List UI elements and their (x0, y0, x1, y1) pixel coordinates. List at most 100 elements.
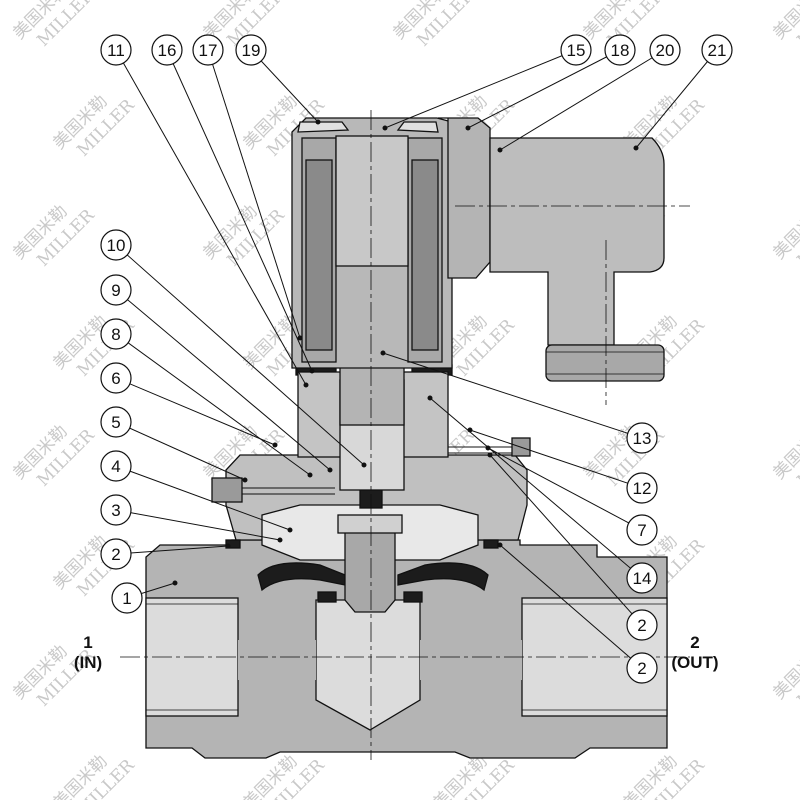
leader-line-7 (487, 447, 643, 531)
leader-line-2 (499, 544, 643, 669)
callout-number: 2 (637, 659, 646, 678)
callout-16: 16 (151, 34, 183, 66)
leader-line-16 (166, 49, 313, 372)
leader-line-10 (115, 244, 365, 466)
callout-circle (701, 34, 733, 66)
callout-14: 14 (626, 562, 658, 594)
leader-dot-6 (272, 442, 278, 448)
callout-7: 7 (626, 514, 658, 546)
leader-line-11 (115, 49, 307, 386)
leader-dot-11 (303, 382, 309, 388)
callout-number: 12 (633, 479, 652, 498)
callout-number: 2 (637, 616, 646, 635)
diaphragm-right (397, 562, 489, 592)
callout-18: 18 (604, 34, 636, 66)
callout-number: 4 (111, 457, 120, 476)
leader-line-12 (469, 429, 643, 489)
callout-12: 12 (626, 472, 658, 504)
callout-circle (560, 34, 592, 66)
callout-15: 15 (560, 34, 592, 66)
coil-left (305, 159, 333, 351)
callout-8: 8 (100, 318, 132, 350)
leader-line-13 (382, 352, 643, 439)
leader-dot-1 (172, 580, 178, 586)
callout-2: 2 (626, 652, 658, 684)
callout-number: 8 (111, 325, 120, 344)
leader-line-18 (467, 49, 621, 129)
callout-number: 14 (633, 569, 652, 588)
leader-line-9 (115, 289, 331, 471)
leader-line-4 (115, 465, 291, 531)
callout-21: 21 (701, 34, 733, 66)
port-in-label: 1 (IN) (74, 633, 102, 672)
callout-circle (235, 34, 267, 66)
leader-line-14 (429, 397, 643, 579)
leader-line-6 (115, 377, 276, 446)
callout-circle (626, 472, 658, 504)
poppet (344, 529, 396, 613)
callout-number: 2 (111, 545, 120, 564)
callout-number: 19 (242, 41, 261, 60)
callout-number: 18 (611, 41, 630, 60)
callout-circle (100, 450, 132, 482)
callout-circle (626, 514, 658, 546)
callout-circle (604, 34, 636, 66)
callout-1: 1 (111, 582, 143, 614)
connector-body (489, 137, 665, 346)
callout-circle (100, 406, 132, 438)
callout-5: 5 (100, 406, 132, 438)
callout-20: 20 (649, 34, 681, 66)
callout-circle (626, 652, 658, 684)
callout-number: 16 (158, 41, 177, 60)
leader-line-2 (115, 545, 229, 555)
callout-circle (100, 538, 132, 570)
leader-dot-4 (287, 527, 293, 533)
callout-circle (100, 362, 132, 394)
coil-right (411, 159, 439, 351)
leader-dot-5 (242, 477, 248, 483)
callout-number: 1 (122, 589, 131, 608)
leader-dot-18 (465, 125, 471, 131)
central-passage (315, 599, 421, 731)
leader-dot-2 (497, 542, 503, 548)
callout-number: 11 (107, 41, 125, 60)
clip (297, 121, 350, 133)
leader-line-15 (384, 49, 577, 129)
leader-line-5 (115, 421, 246, 481)
leader-dot-20 (497, 147, 503, 153)
callout-number: 15 (567, 41, 586, 60)
port-in-number: 1 (83, 633, 92, 652)
callout-circle (192, 34, 224, 66)
callout-circle (151, 34, 183, 66)
leader-dot-9 (327, 467, 333, 473)
leader-line-8 (115, 333, 311, 476)
leader-dot-19 (315, 119, 321, 125)
callout-circle (626, 609, 658, 641)
callout-17: 17 (192, 34, 224, 66)
callout-circle (100, 34, 132, 66)
leader-line-19 (250, 49, 319, 123)
port-out-number: 2 (690, 633, 699, 652)
callout-number: 6 (111, 369, 120, 388)
port-in-text: (IN) (74, 653, 102, 672)
callout-13: 13 (626, 422, 658, 454)
leader-line-3 (115, 509, 281, 541)
leader-dot-14 (427, 395, 433, 401)
leader-line-20 (499, 49, 666, 151)
leader-lines (115, 49, 718, 669)
leader-dot-10 (361, 462, 367, 468)
callout-number: 20 (656, 41, 675, 60)
callout-number: 13 (633, 429, 652, 448)
callout-number: 17 (199, 41, 218, 60)
